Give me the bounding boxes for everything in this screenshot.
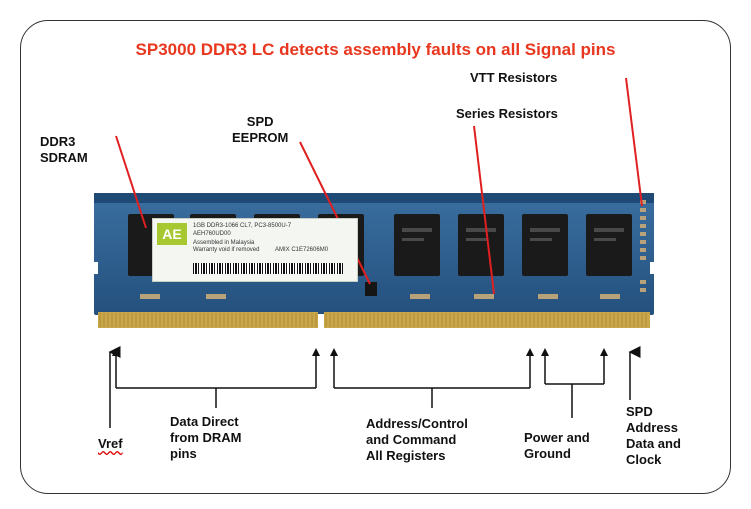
label-vtt-resistors: VTT Resistors (470, 70, 558, 85)
ae-logo: AE (157, 223, 187, 245)
label-ddr3-sdram: DDR3 SDRAM (40, 134, 88, 165)
pointer-series (473, 125, 495, 295)
series-resistor-arrays (140, 294, 620, 299)
vtt-resistor-column (640, 200, 646, 292)
bracket-data-left-tip (112, 348, 120, 356)
sticker-line-2: AEH760UD00 (193, 231, 231, 237)
bracket-power-left-tip (541, 348, 549, 356)
pointer-vtt (625, 77, 643, 207)
pin-group-arrows (108, 346, 641, 428)
pointer-lines (115, 77, 643, 295)
bracket-data-direct (115, 354, 317, 408)
bracket-power (544, 354, 605, 418)
sticker-line-3: Assembled in Malaysia (193, 240, 255, 246)
bracket-power-right-tip (600, 348, 608, 356)
label-vref: Vref (98, 436, 123, 451)
chip-markings (402, 228, 624, 241)
sticker-line-1: 1GB DDR3-1066 CL7, PC3-8500U-7 (193, 223, 292, 229)
key-notch (318, 314, 324, 329)
side-notch-left (90, 262, 98, 274)
label-power-ground: Power and Ground (524, 430, 590, 461)
pointer-spd (299, 141, 371, 285)
gold-contact-lines (99, 313, 647, 327)
rounded-frame (20, 20, 731, 494)
sticker-line-4: Warranty void if removed (193, 247, 260, 253)
label-series-resistors: Series Resistors (456, 106, 558, 121)
label-spd-address: SPD Address Data and Clock (626, 404, 681, 467)
label-data-direct: Data Direct from DRAM pins (170, 414, 242, 461)
side-notch-right (650, 262, 658, 274)
pcb-top-edge (94, 193, 654, 203)
barcode (193, 263, 343, 274)
label-spd-eeprom: SPD EEPROM (232, 114, 289, 145)
bracket-address (333, 354, 531, 408)
pointer-ddr3 (115, 135, 147, 229)
bracket-data-right-tip (312, 348, 320, 356)
sticker-line-5: AMIX C1E72606M0 (275, 247, 329, 253)
bracket-address-right-tip (526, 348, 534, 356)
module-sticker: AE 1GB DDR3-1066 CL7, PC3-8500U-7 AEH760… (152, 218, 358, 282)
spd-eeprom-chip (365, 282, 377, 296)
diagram-title: SP3000 DDR3 LC detects assembly faults o… (135, 40, 616, 59)
bracket-address-left-tip (330, 348, 338, 356)
label-address-control: Address/Control and Command All Register… (366, 416, 468, 463)
